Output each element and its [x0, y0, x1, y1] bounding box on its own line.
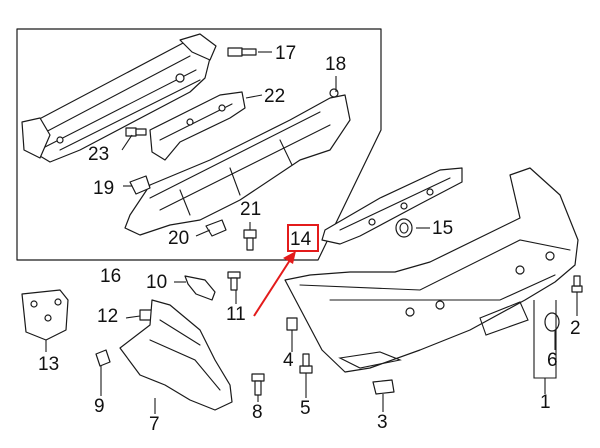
reinforcement-beam-part: [21, 33, 217, 163]
callout-12: 12: [97, 306, 118, 327]
callout-18: 18: [325, 54, 346, 75]
bracket-part-10: [184, 275, 216, 301]
callout-17: 17: [275, 43, 296, 64]
side-bracket-part-13: [21, 289, 69, 341]
highlight-callout-14: [253, 224, 319, 317]
wheelhouse-liner-part-7: [119, 299, 233, 411]
clip-part-19: [129, 175, 151, 195]
callout-8: 8: [252, 402, 263, 423]
callout-23: 23: [88, 144, 109, 165]
screw-part-8: [251, 373, 265, 396]
callout-7: 7: [149, 414, 160, 435]
inset-box-group-16: [16, 28, 382, 261]
callout-22: 22: [264, 86, 285, 107]
leader-lines: [45, 51, 578, 414]
callout-4: 4: [283, 350, 294, 371]
upper-bracket-part-14: [321, 167, 463, 245]
bracket-part-22: [149, 91, 246, 161]
bumper-cover-part-1: [284, 167, 579, 373]
callout-5: 5: [300, 398, 311, 419]
callout-20: 20: [168, 228, 189, 249]
callout-13: 13: [38, 354, 59, 375]
clip-part-9: [95, 349, 111, 367]
grommet-part-6: [544, 312, 560, 332]
stud-part-23: [125, 127, 147, 137]
energy-absorber-part-18: [124, 88, 351, 236]
callout-1: 1: [540, 392, 551, 413]
bolt-part-21: [243, 229, 257, 251]
screw-part-5: [299, 353, 313, 374]
callout-15: 15: [432, 218, 453, 239]
callout-6: 6: [547, 350, 558, 371]
callout-14: 14: [290, 229, 312, 250]
callout-19: 19: [93, 178, 114, 199]
pin-part-11: [227, 271, 241, 291]
nut-part-3: [372, 379, 395, 395]
clip-part-4: [286, 317, 298, 331]
screw-part-2: [571, 275, 583, 293]
callout-2: 2: [570, 318, 581, 339]
callout-labels: 1 2 3 4 5 6 7 8 9 10 11 12 13 14 15 16 1…: [38, 43, 581, 435]
callout-11: 11: [226, 304, 246, 325]
clip-part-20: [205, 219, 227, 237]
callout-21: 21: [240, 199, 261, 220]
callout-16: 16: [100, 266, 121, 287]
grommet-part-15: [395, 218, 413, 238]
bolt-part-17: [227, 47, 257, 57]
callout-3: 3: [377, 412, 388, 433]
callout-9: 9: [94, 396, 105, 417]
callout-10: 10: [146, 272, 167, 293]
